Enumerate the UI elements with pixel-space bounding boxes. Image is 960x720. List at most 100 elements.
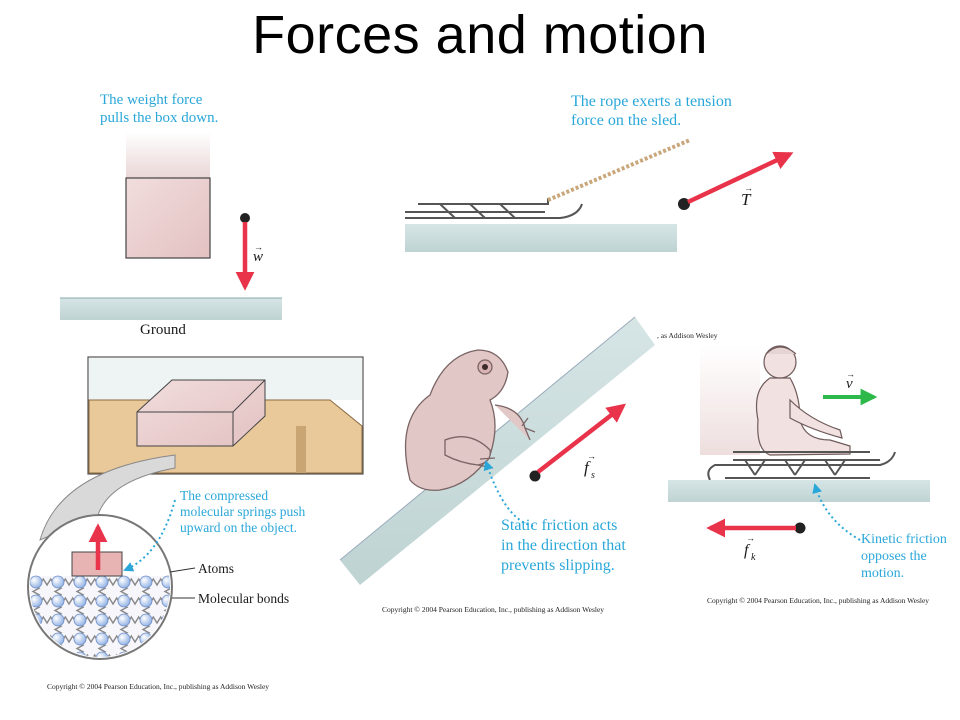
vector-arrow-glyph: → (746, 533, 755, 543)
tension-force-arrow (687, 151, 794, 205)
kinetic-friction-origin-dot (794, 522, 806, 534)
tension-origin-dot (678, 198, 690, 210)
atom (117, 594, 131, 608)
child-on-sled (755, 345, 851, 456)
kinetic-friction-panel: , as Addison Wesley v → f k → Kinetic (657, 331, 950, 605)
frog (404, 349, 536, 491)
atom (161, 575, 170, 589)
molecular-spring (163, 638, 170, 657)
atom (139, 651, 153, 657)
weight-caption-line-2: pulls the box down. (100, 110, 218, 126)
normal-caption: The compressed molecular springs push up… (180, 488, 309, 535)
kinetic-friction-pointer (812, 483, 861, 541)
atom (30, 651, 43, 657)
rope (547, 138, 691, 202)
normal-caption-line-2: molecular springs push (180, 504, 305, 519)
atom (95, 632, 109, 646)
molecular-spring (145, 653, 169, 657)
kinetic-caption-line-1: Kinetic friction (861, 532, 947, 547)
atom (30, 575, 43, 589)
kinetic-friction-vector-label: f (744, 542, 751, 559)
child-motion-fade (700, 345, 760, 455)
atom (73, 575, 87, 589)
force-origin-dot (240, 213, 250, 223)
molecular-spring (31, 638, 41, 657)
weight-caption-line-1: The weight force (100, 92, 203, 108)
velocity-vector-label: v (846, 376, 853, 392)
atom (30, 594, 43, 608)
atom (139, 613, 153, 627)
atoms-label: Atoms (198, 561, 234, 576)
vector-arrow-glyph: → (744, 183, 753, 193)
atom (95, 594, 109, 608)
static-friction-subscript: s (591, 470, 595, 481)
tension-panel: The rope exerts a tension force on the s… (405, 93, 794, 252)
tension-vector-label: T (741, 190, 752, 209)
ground-label: Ground (140, 322, 186, 338)
molecular-spring (35, 653, 59, 657)
static-friction-pointer (483, 460, 534, 527)
static-friction-caption: Static friction acts in the direction th… (501, 517, 630, 574)
atom (117, 613, 131, 627)
normal-caption-line-1: The compressed (180, 488, 268, 503)
static-friction-panel: f s → Static friction acts in the direct… (339, 316, 655, 614)
incline-surface (340, 317, 655, 585)
copyright-normal: Copyright © 2004 Pearson Education, Inc.… (47, 682, 269, 691)
tension-caption: The rope exerts a tension force on the s… (571, 93, 736, 129)
atom (73, 632, 87, 646)
atom (117, 575, 131, 589)
ground-surface (60, 298, 282, 320)
kinetic-caption-line-3: motion. (861, 566, 904, 581)
atom (51, 651, 65, 657)
atom (95, 613, 109, 627)
vector-arrow-glyph: → (254, 242, 263, 252)
box-motion-fade (126, 132, 210, 178)
atom (73, 613, 87, 627)
static-friction-origin-dot (529, 470, 541, 482)
normal-force-panel: The compressed molecular springs push up… (27, 356, 364, 691)
tension-caption-line-1: The rope exerts a tension (571, 93, 732, 110)
slide-title: Forces and motion (252, 5, 708, 65)
atom (161, 632, 170, 646)
kinetic-friction-caption: Kinetic friction opposes the motion. (861, 532, 950, 581)
copyright-static: Copyright © 2004 Pearson Education, Inc.… (382, 605, 604, 614)
vector-arrow-glyph: → (587, 451, 596, 461)
normal-caption-line-3: upward on the object. (180, 520, 297, 535)
kinetic-caption-line-2: opposes the (861, 549, 927, 564)
static-friction-arrow (536, 403, 626, 474)
copyright-kinetic-top: , as Addison Wesley (657, 331, 718, 340)
weight-caption: The weight force pulls the box down. (100, 92, 218, 126)
weight-panel: The weight force pulls the box down. w →… (60, 92, 282, 338)
atom (95, 651, 109, 657)
atom (95, 575, 109, 589)
atom (117, 632, 131, 646)
static-friction-vector-label: f (584, 458, 591, 477)
atoms-leader (169, 567, 196, 573)
kinetic-ground (668, 480, 930, 502)
kinetic-friction-subscript: k (751, 552, 756, 563)
atom (51, 594, 65, 608)
sled (405, 198, 583, 219)
static-caption-line-2: in the direction that (501, 537, 626, 554)
weight-vector-label: w (253, 249, 263, 265)
atom (139, 594, 153, 608)
atom (51, 613, 65, 627)
box (125, 177, 211, 259)
static-caption-line-1: Static friction acts (501, 517, 617, 534)
vector-arrow-glyph: → (846, 369, 855, 379)
atom (139, 575, 153, 589)
atom (51, 575, 65, 589)
sled-ground (405, 224, 677, 252)
bonds-label: Molecular bonds (198, 591, 289, 606)
tension-caption-line-2: force on the sled. (571, 112, 681, 129)
atom (30, 632, 43, 646)
kinetic-sled (707, 451, 896, 481)
springs-pointer (123, 499, 176, 572)
copyright-kinetic: Copyright © 2004 Pearson Education, Inc.… (707, 596, 929, 605)
magnifier-cone (39, 454, 176, 541)
molecular-spring (163, 619, 170, 640)
atom (161, 651, 170, 657)
static-caption-line-3: prevents slipping. (501, 557, 615, 574)
atom (73, 594, 87, 608)
